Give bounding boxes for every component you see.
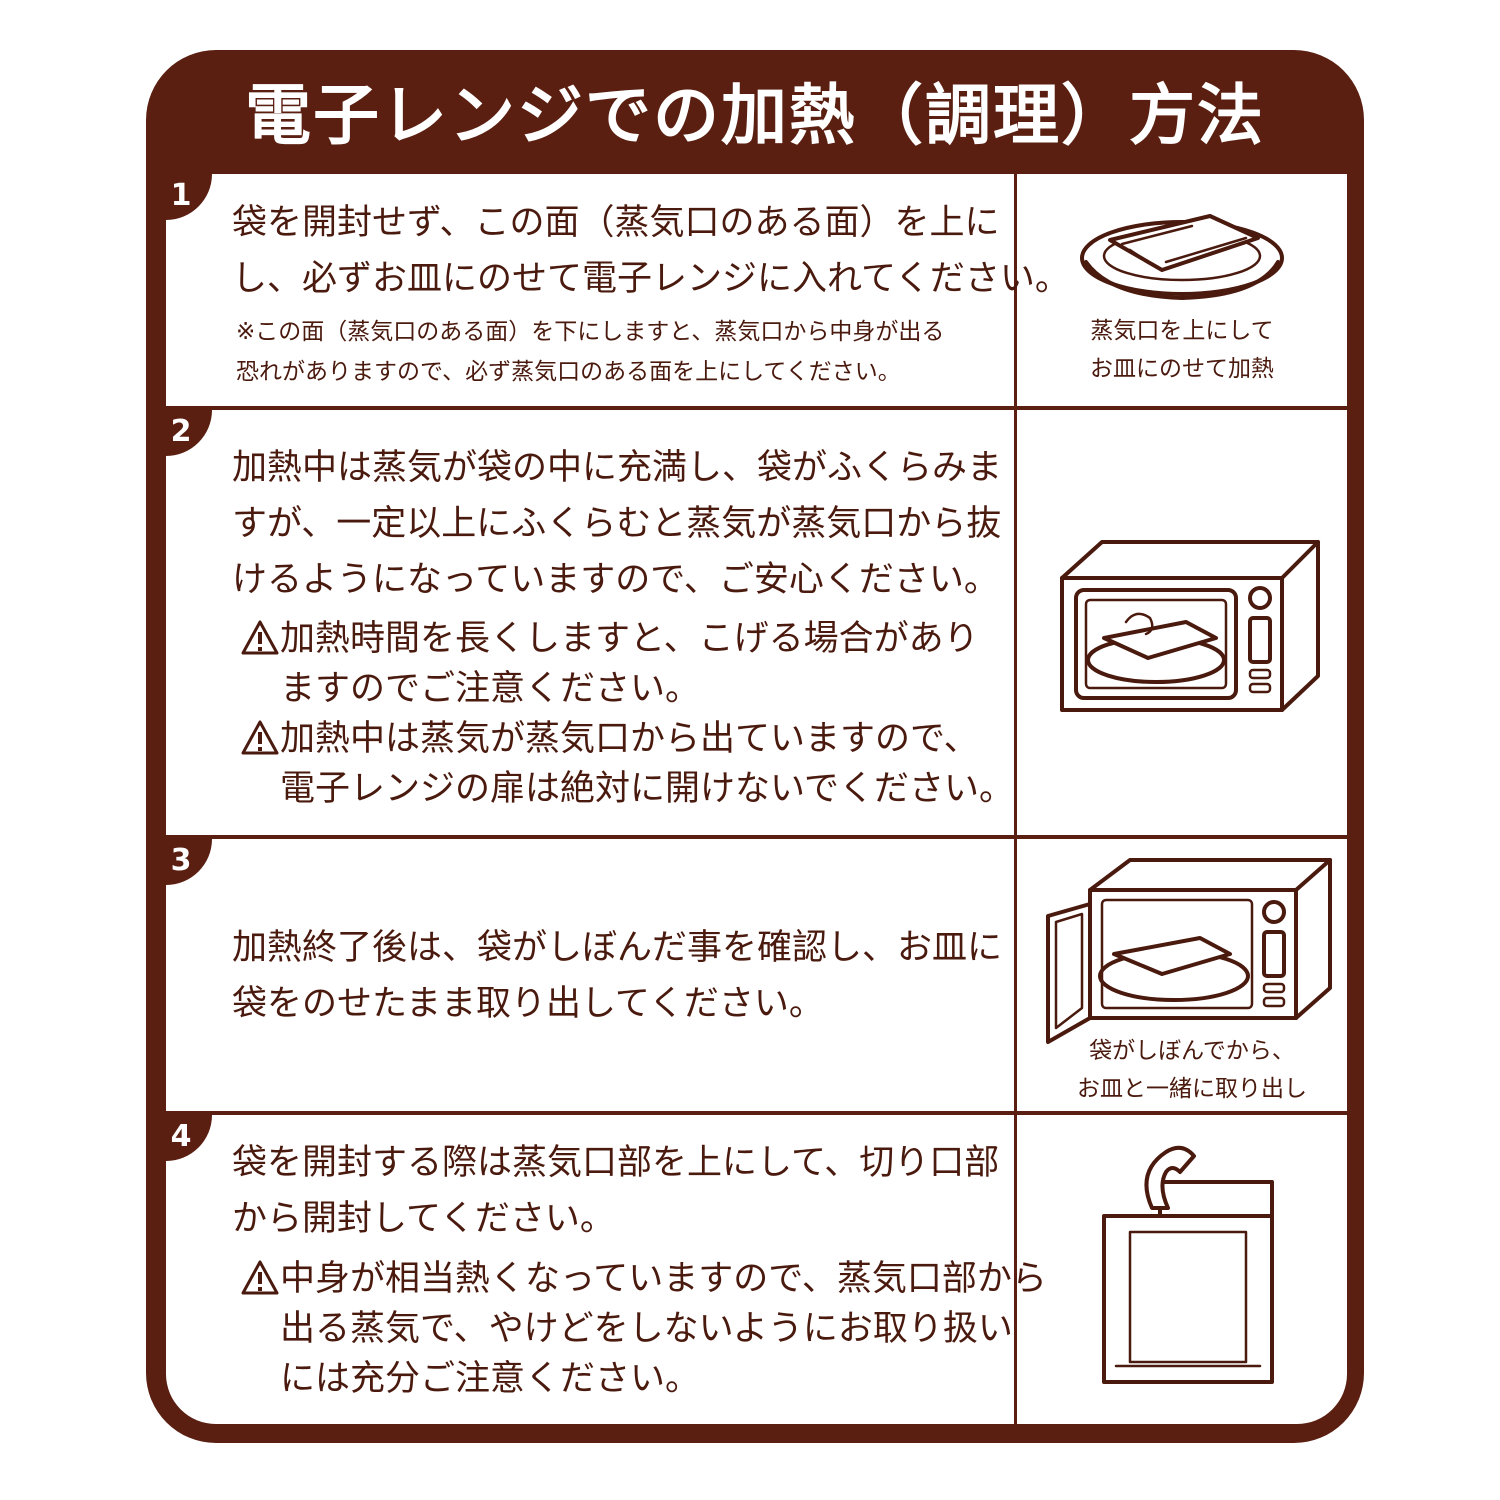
page-title: 電子レンジでの加熱（調理）方法 — [245, 77, 1265, 154]
step-2-warning-1-text: 加熱時間を長くしますと、こげる場合があり ますのでご注意ください。 — [280, 619, 979, 709]
opened-pouch-icon — [1102, 1145, 1274, 1384]
step-1-number: 1 — [170, 178, 192, 213]
warning-triangle-icon — [241, 720, 279, 755]
step-4-text: 袋を開封する際は蒸気口部を上にして、切り口部 から開封してください。 — [232, 1143, 1000, 1239]
step-4-text-cell — [166, 1115, 1014, 1424]
step-2-warning-1: 加熱時間を長くしますと、こげる場合があり ますのでご注意ください。 — [240, 614, 979, 714]
step-3-text: 加熱終了後は、袋がしぼんだ事を確認し、お皿に 袋をのせたまま取り出してください。 — [232, 928, 1003, 1024]
microwave-open-icon — [1046, 858, 1332, 1044]
warning-triangle-icon — [241, 1260, 279, 1295]
step-1-text-cell — [166, 174, 1014, 406]
microwave-closed-icon — [1060, 540, 1320, 712]
step-4-number: 4 — [170, 1119, 192, 1154]
step-2-number: 2 — [170, 414, 192, 449]
step-3-text-cell — [166, 839, 1014, 1111]
step-3-number: 3 — [170, 843, 192, 878]
bag-on-plate-icon — [1080, 214, 1284, 300]
step-1-note: ※この面（蒸気口のある面）を下にしますと、蒸気口から中身が出る 恐れがありますの… — [236, 319, 945, 385]
step-3-image-cell — [1017, 839, 1347, 1111]
step-1-image-cell — [1017, 174, 1347, 406]
step-2-text: 加熱中は蒸気が袋の中に充満し、袋がふくらみま すが、一定以上にふくらむと蒸気が蒸… — [232, 448, 1003, 600]
step-1-text: 袋を開封せず、この面（蒸気口のある面）を上に し、必ずお皿にのせて電子レンジに入… — [232, 203, 1070, 299]
step-2-warning-2-text: 加熱中は蒸気が蒸気口から出ていますので、 電子レンジの扉は絶対に開けないでくださ… — [280, 719, 1014, 809]
step-4-warning-1-text: 中身が相当熱くなっていますので、蒸気口部から 出る蒸気で、やけどをしないようにお… — [280, 1259, 1047, 1399]
step-4-warning-1: 中身が相当熱くなっていますので、蒸気口部から 出る蒸気で、やけどをしないようにお… — [240, 1254, 1047, 1404]
step-2-warning-2: 加熱中は蒸気が蒸気口から出ていますので、 電子レンジの扉は絶対に開けないでくださ… — [240, 714, 1014, 814]
step-1-caption: 蒸気口を上にして お皿にのせて加熱 — [1090, 318, 1274, 382]
step-2-text-cell — [166, 410, 1014, 835]
step-3-caption: 袋がしぼんでから、 お皿と一緒に取り出し — [1077, 1038, 1307, 1102]
warning-triangle-icon — [241, 620, 279, 655]
